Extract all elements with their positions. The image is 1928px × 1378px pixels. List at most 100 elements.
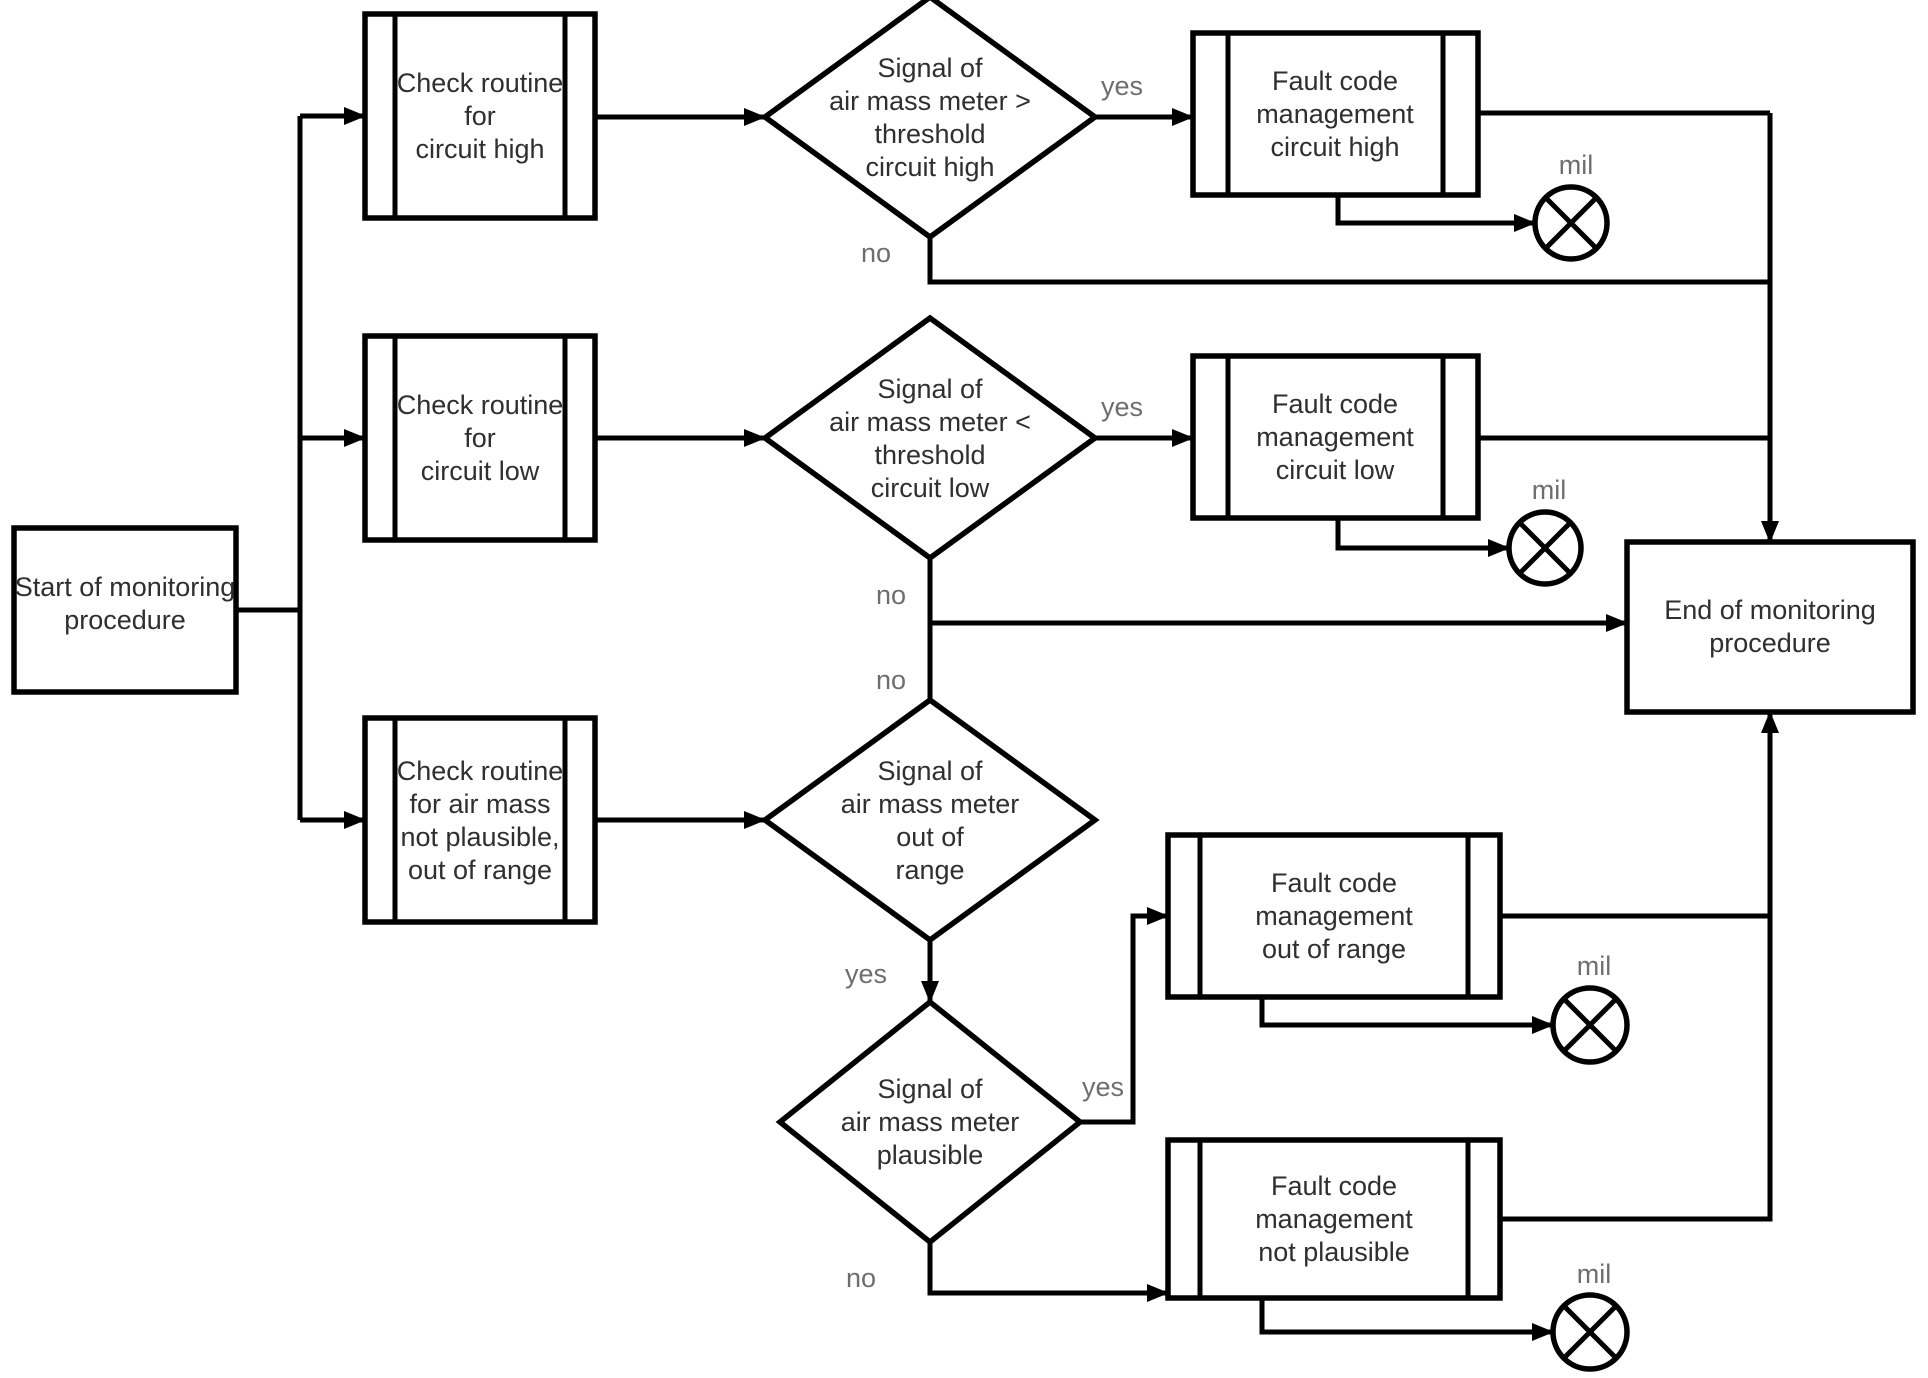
mil-label: mil [1577, 951, 1612, 981]
fault-low-label-line: Fault code [1272, 389, 1398, 419]
decision-plausible-diamond [775, 998, 1085, 1246]
yes-label: yes [845, 959, 887, 989]
mil-lamp-icon [1550, 985, 1630, 1065]
fault-high-label-line: circuit high [1270, 132, 1399, 162]
decision-plausible-node: Signal of air mass meter plausible [775, 998, 1085, 1246]
check-low-label-line: for [464, 423, 496, 453]
mil-lamp-icon [1506, 509, 1584, 587]
decision-low-diamond [760, 314, 1100, 562]
edge-no-plausible-to-fault [927, 1242, 1169, 1302]
decision-low-label-line: air mass meter < [829, 407, 1031, 437]
fault-plausible-label-line: Fault code [1271, 1171, 1397, 1201]
fault-plausible-label-line: not plausible [1258, 1237, 1410, 1267]
end-label-line: End of monitoring [1664, 595, 1876, 625]
edge-fault-range-to-mil [1259, 997, 1554, 1034]
decision-plausible-label-line: Signal of [877, 1074, 983, 1104]
mil-label: mil [1532, 475, 1567, 505]
decision-range-label-line: out of [896, 822, 964, 852]
decision-plausible-label-line: plausible [877, 1140, 984, 1170]
mil-lamp-not-plausible: mil [1550, 1259, 1630, 1372]
decision-range-diamond [760, 696, 1100, 944]
mil-lamp-cross [1518, 521, 1572, 575]
decision-high-diamond [760, 0, 1100, 241]
mil-lamp-cross [1544, 196, 1598, 250]
check-low-label-line: circuit low [421, 456, 540, 486]
yes-label: yes [1082, 1072, 1124, 1102]
check-plausible-label-line: not plausible, [400, 822, 559, 852]
decision-range-label-line: Signal of [877, 756, 983, 786]
end-box [1624, 539, 1916, 715]
decision-high-label-line: air mass meter > [829, 86, 1031, 116]
check-low-label-line: Check routine [397, 390, 564, 420]
check-plausible-box [362, 715, 598, 925]
check-high-label-line: for [464, 101, 496, 131]
mil-lamp-out-of-range: mil [1550, 951, 1630, 1065]
mil-lamp-cross [1562, 1304, 1618, 1360]
edge-yes-plausible-to-fault-range [1080, 907, 1169, 1125]
fault-high-label-line: management [1256, 99, 1414, 129]
fault-code-circuit-low-node: Fault code management circuit low [1190, 353, 1481, 521]
decision-low-label-line: Signal of [877, 374, 983, 404]
edge-fault-low-to-mil [1335, 518, 1510, 557]
fault-low-box [1190, 353, 1481, 521]
start-node: Start of monitoring procedure [11, 525, 239, 695]
decision-high-label-line: Signal of [877, 53, 983, 83]
fault-low-label-line: management [1256, 422, 1414, 452]
no-label: no [876, 665, 906, 695]
mil-lamp-circuit-low: mil [1506, 475, 1584, 587]
end-label-line: procedure [1709, 628, 1831, 658]
decision-low-label-line: threshold [874, 440, 985, 470]
no-label: no [861, 238, 891, 268]
edge-fault-high-to-mil [1335, 195, 1536, 232]
mil-lamp-circuit-high: mil [1532, 150, 1610, 262]
check-high-label-line: Check routine [397, 68, 564, 98]
edge-labels: yes no yes no no yes yes no [845, 71, 1143, 1293]
mil-lamp-icon [1532, 184, 1610, 262]
check-plausible-label-line: out of range [408, 855, 552, 885]
no-label: no [876, 580, 906, 610]
fault-low-label-line: circuit low [1276, 455, 1395, 485]
check-low-box [362, 333, 598, 543]
edge-bottom-trunk-to-end-bottom [1500, 711, 1779, 1222]
yes-label: yes [1101, 71, 1143, 101]
fault-plausible-label-line: management [1255, 1204, 1413, 1234]
no-label: no [846, 1263, 876, 1293]
connectors [236, 107, 1779, 1341]
check-high-box [362, 11, 598, 221]
check-routine-circuit-high-node: Check routine for circuit high [362, 11, 598, 221]
start-label-line: Start of monitoring [15, 572, 236, 602]
end-node: End of monitoring procedure [1624, 539, 1916, 715]
decision-circuit-high-node: Signal of air mass meter > threshold cir… [760, 0, 1100, 241]
fault-code-not-plausible-node: Fault code management not plausible [1165, 1137, 1503, 1301]
yes-label: yes [1101, 392, 1143, 422]
check-plausible-label-line: Check routine [397, 756, 564, 786]
decision-high-label-line: circuit high [865, 152, 994, 182]
mil-lamp-icon [1550, 1292, 1630, 1372]
decision-low-label-line: circuit low [871, 473, 990, 503]
fault-range-label-line: out of range [1262, 934, 1406, 964]
mil-label: mil [1577, 1259, 1612, 1289]
edge-fault-plausible-to-mil [1259, 1298, 1554, 1341]
decision-range-label-line: air mass meter [841, 789, 1020, 819]
check-routine-circuit-low-node: Check routine for circuit low [362, 333, 598, 543]
fault-code-out-of-range-node: Fault code management out of range [1165, 832, 1503, 1000]
mil-lamp-cross [1562, 997, 1618, 1053]
check-routine-plausible-node: Check routine for air mass not plausible… [362, 715, 598, 925]
mil-label: mil [1559, 150, 1594, 180]
check-high-label-line: circuit high [415, 134, 544, 164]
fault-plausible-box [1165, 1137, 1503, 1301]
edge-no-circuit-high [927, 237, 1770, 285]
decision-circuit-low-node: Signal of air mass meter < threshold cir… [760, 314, 1100, 562]
start-box [11, 525, 239, 695]
fault-range-label-line: management [1255, 901, 1413, 931]
decision-range-label-line: range [895, 855, 964, 885]
fault-range-label-line: Fault code [1271, 868, 1397, 898]
decision-out-of-range-node: Signal of air mass meter out of range [760, 696, 1100, 944]
fault-range-box [1165, 832, 1503, 1000]
fault-high-box [1190, 30, 1481, 198]
start-label-line: procedure [64, 605, 186, 635]
decision-plausible-label-line: air mass meter [841, 1107, 1020, 1137]
fault-code-circuit-high-node: Fault code management circuit high [1190, 30, 1481, 198]
